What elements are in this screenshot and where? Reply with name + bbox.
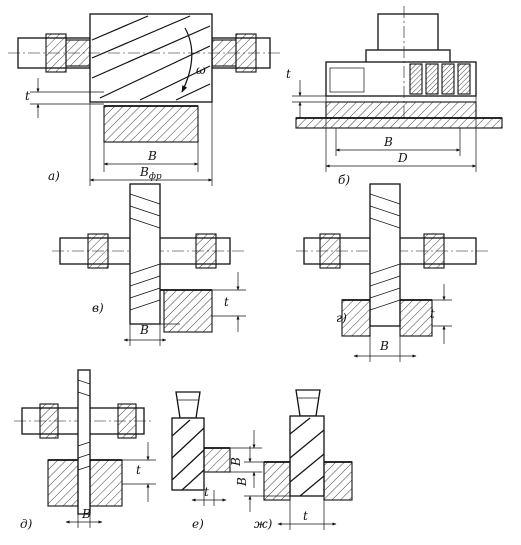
view-zh-end-mill-slot: B t ж) bbox=[235, 389, 353, 531]
omega-label: ω bbox=[196, 63, 206, 77]
cylindrical-cutter bbox=[89, 13, 213, 103]
Bfr-label: Bфр bbox=[139, 165, 162, 182]
t-label-a: t bbox=[25, 89, 30, 103]
label-v: в) bbox=[92, 301, 104, 315]
t-label-g: t bbox=[430, 307, 435, 321]
B-label-d: B bbox=[81, 507, 91, 521]
B-label-b: B bbox=[383, 135, 393, 149]
label-d: д) bbox=[20, 517, 33, 531]
t-label-zh: t bbox=[303, 509, 308, 523]
B-label-g: B bbox=[379, 339, 389, 353]
label-zh: ж) bbox=[254, 517, 273, 531]
workpiece-a bbox=[103, 105, 199, 143]
label-g: г) bbox=[336, 311, 347, 325]
B-label-zh: B bbox=[235, 477, 249, 487]
t-label-e: t bbox=[204, 485, 209, 499]
B-label-e: B bbox=[229, 457, 243, 467]
t-label-d: t bbox=[136, 463, 141, 477]
view-v-disk-cutter: t B в) bbox=[52, 183, 246, 346]
B-label-a: B bbox=[147, 149, 157, 163]
view-g-slot-milling: t B г) bbox=[296, 183, 490, 362]
label-a: а) bbox=[48, 169, 60, 183]
view-b-face-milling: t B D б) bbox=[286, 6, 503, 187]
t-label-b: t bbox=[286, 67, 291, 81]
D-label: D bbox=[397, 151, 408, 165]
workpiece-b bbox=[325, 101, 477, 119]
B-label-v: B bbox=[139, 323, 149, 337]
end-mill-zh bbox=[289, 415, 325, 497]
view-a-cylindrical-milling: ω t B Bфр а) bbox=[8, 13, 282, 186]
disk-cutter-v bbox=[129, 183, 161, 325]
label-e: е) bbox=[192, 517, 204, 531]
t-label-v: t bbox=[224, 295, 229, 309]
saw-blade bbox=[77, 369, 91, 515]
view-d-slitting-saw: t B д) bbox=[14, 369, 156, 531]
view-e-end-mill: B t е) bbox=[171, 391, 262, 531]
label-b: б) bbox=[338, 173, 350, 187]
